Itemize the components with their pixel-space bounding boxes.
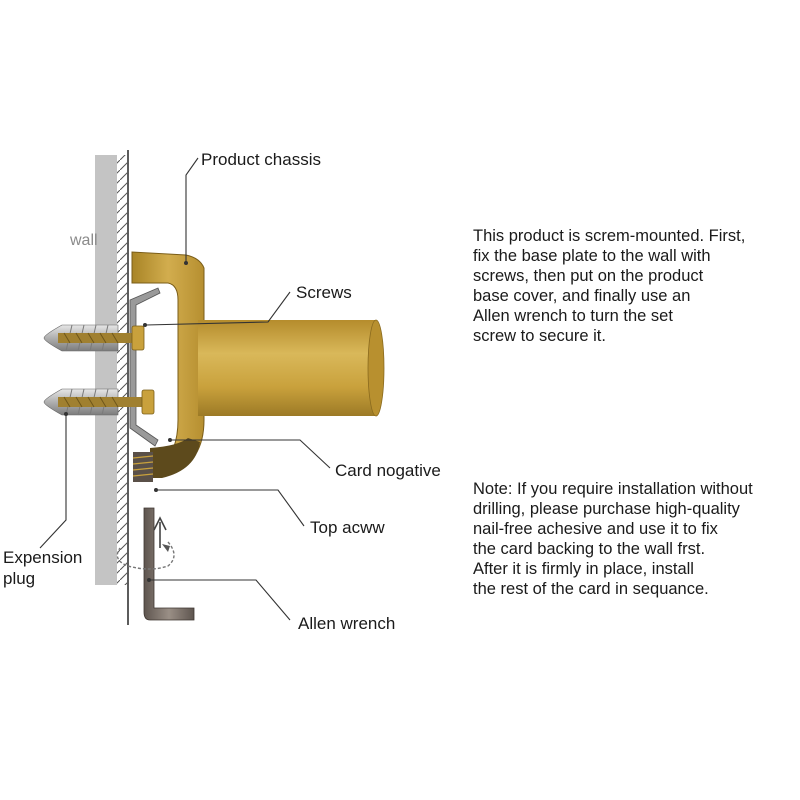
up-arrow-icon [153,516,167,548]
leader-screws [145,291,291,326]
rotation-arrowhead-icon [162,544,170,552]
screw-upper-shaft [58,333,140,343]
label-allen-wrench: Allen wrench [298,614,395,633]
screw-upper-thread [63,332,119,344]
description-line: Allen wrench to turn the set [473,307,673,325]
wall-hatching [117,155,127,585]
label-product-chassis: Product chassis [201,150,321,169]
note-text: Note: If you require installation withou… [473,479,753,599]
product-chassis [131,251,205,478]
set-screw-thread [132,455,154,477]
rod-body [198,320,376,416]
note-line: the rest of the card in sequance. [473,580,709,598]
base-plate [129,287,161,447]
rotation-arrow-icon [116,541,175,570]
note-line: the card backing to the wall frst. [473,540,706,558]
leader-expansion-plug [39,415,67,549]
note-line: Note: If you require installation withou… [473,480,753,498]
set-screw [132,452,154,482]
leader-screws-dot [143,323,147,327]
leader-top-screw-dot [154,488,158,492]
note-line: drilling, please purchase high-quality [473,500,740,518]
screw-lower-thread [63,396,119,408]
description-line: screws, then put on the product [473,267,704,285]
product-rod [198,319,385,417]
allen-wrench-body [143,507,195,621]
label-card-negative: Card nogative [335,461,441,480]
screw-lower [58,389,155,415]
leader-expansion-plug-dot [64,412,68,416]
description-line: base cover, and finally use an [473,287,691,305]
note-line: nail-free achesive and use it to fix [473,520,718,538]
description-line: fix the base plate to the wall with [473,247,711,265]
leader-lines [39,157,331,621]
base-plate-body [129,287,161,447]
chassis-lower-lip [150,438,200,478]
allen-wrench [116,507,195,621]
leader-product-chassis [185,157,199,262]
label-wall: wall [69,232,98,249]
leader-card-negative [172,439,331,469]
description-line: screw to secure it. [473,327,606,345]
description-text: This product is screm-mounted. First, fi… [473,226,745,346]
wall-body [95,155,117,585]
leader-product-chassis-dot [184,261,188,265]
leader-allen-wrench [150,579,291,621]
screw-upper [58,325,145,351]
leader-allen-wrench-dot [147,578,151,582]
note-line: After it is firmly in place, install [473,560,694,578]
rod-end [367,319,385,417]
leader-top-screw [158,489,305,527]
label-screws: Screws [296,283,352,302]
screw-lower-shaft [58,397,150,407]
label-top-screw: Top acww [310,518,385,537]
screw-upper-head [131,325,145,351]
description-line: This product is screm-mounted. First, [473,227,746,245]
screw-lower-head [141,389,155,415]
leader-card-negative-dot [168,438,172,442]
label-expansion-plug-line1: Expension [3,548,82,567]
label-expansion-plug-line2: plug [3,569,35,588]
wall [95,150,129,625]
